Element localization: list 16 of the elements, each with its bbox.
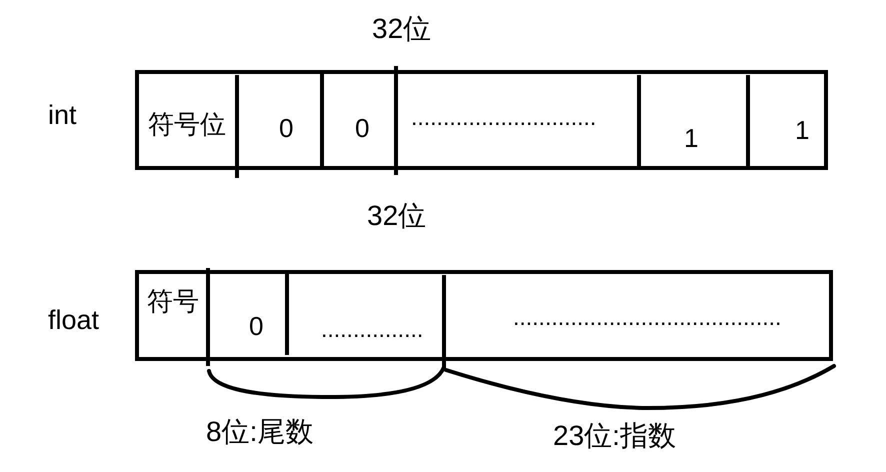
sign-bit-label: 符号 [147, 287, 199, 317]
ellipsis-dots: ................ [321, 316, 424, 342]
bit-width-label: 32位 [372, 13, 432, 46]
bit-value: 0 [355, 114, 370, 144]
sign-bit-label: 符号位 [148, 110, 226, 140]
ellipsis-dots: .......................................... [513, 304, 782, 330]
bit-value: 1 [684, 124, 698, 154]
brace-label: 8位:尾数 [206, 416, 314, 448]
type-label: int [48, 100, 77, 132]
bit-value: 1 [795, 116, 810, 146]
bit-value: 0 [249, 312, 264, 342]
brace-label: 23位:指数 [553, 420, 676, 452]
bit-value: 0 [279, 114, 294, 144]
type-label: float [48, 305, 100, 336]
bit-width-label: 32位 [367, 200, 426, 232]
ellipsis-dots: ............................. [411, 104, 596, 130]
